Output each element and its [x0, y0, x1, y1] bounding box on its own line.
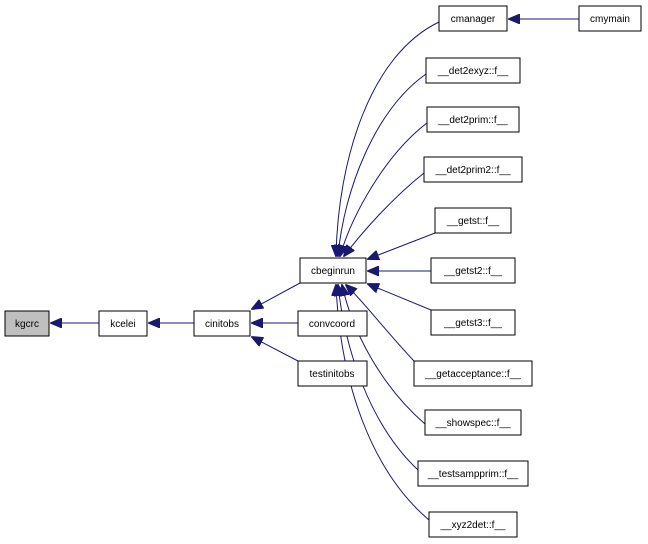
svg-text:__getacceptance::f__: __getacceptance::f__ [424, 369, 521, 380]
node-kcelei[interactable]: kcelei [98, 310, 148, 337]
node-testinitobs[interactable]: testinitobs [297, 360, 368, 387]
svg-text:__det2prim::f__: __det2prim::f__ [437, 115, 508, 126]
node-cmymain[interactable]: cmymain [578, 5, 642, 32]
svg-text:__det2exyz::f__: __det2exyz::f__ [437, 66, 509, 77]
node-kgcrc[interactable]: kgcrc [4, 310, 50, 337]
node-xyz2det[interactable]: __xyz2det::f__ [428, 511, 518, 538]
svg-text:__getst::f__: __getst::f__ [446, 216, 500, 227]
node-getst2[interactable]: __getst2::f__ [430, 257, 516, 284]
edge-det2prim2-to-cbeginrun [344, 172, 425, 256]
node-testsampprim[interactable]: __testsampprim::f__ [417, 460, 529, 487]
edge-cmanager-to-cbeginrun [336, 21, 440, 256]
edge-getacceptance-to-cbeginrun [346, 285, 415, 362]
svg-text:cmanager: cmanager [451, 14, 496, 25]
svg-text:__getst3::f__: __getst3::f__ [443, 318, 502, 329]
svg-text:cbeginrun: cbeginrun [311, 266, 355, 277]
edge-det2prim-to-cbeginrun [340, 122, 428, 256]
svg-text:__showspec::f__: __showspec::f__ [434, 418, 510, 429]
node-cmanager[interactable]: cmanager [438, 5, 508, 32]
node-getst[interactable]: __getst::f__ [434, 207, 512, 234]
svg-text:convcoord: convcoord [309, 319, 355, 330]
edge-testinitobs-to-cinitobs [252, 337, 299, 362]
node-cinitobs[interactable]: cinitobs [193, 310, 251, 337]
edge-det2exyz-to-cbeginrun [338, 73, 427, 256]
svg-text:kgcrc: kgcrc [15, 319, 39, 330]
svg-text:testinitobs: testinitobs [309, 369, 354, 380]
edge-cbeginrun-to-cinitobs [252, 282, 301, 309]
svg-text:kcelei: kcelei [110, 319, 136, 330]
node-det2prim[interactable]: __det2prim::f__ [426, 106, 520, 133]
node-convcoord[interactable]: convcoord [297, 310, 368, 337]
svg-text:__getst2::f__: __getst2::f__ [443, 266, 502, 277]
node-getacceptance[interactable]: __getacceptance::f__ [413, 360, 533, 387]
svg-text:__xyz2det::f__: __xyz2det::f__ [439, 520, 505, 531]
edge-getst-to-cbeginrun [368, 232, 436, 259]
node-getst3[interactable]: __getst3::f__ [430, 309, 516, 336]
svg-text:__testsampprim::f__: __testsampprim::f__ [427, 469, 519, 480]
svg-text:cmymain: cmymain [590, 14, 630, 25]
node-det2exyz[interactable]: __det2exyz::f__ [425, 57, 521, 84]
node-det2prim2[interactable]: __det2prim2::f__ [423, 156, 523, 183]
svg-text:__det2prim2::f__: __det2prim2::f__ [434, 165, 510, 176]
node-showspec[interactable]: __showspec::f__ [424, 409, 522, 436]
edge-getst3-to-cbeginrun [368, 284, 432, 311]
edges-layer [51, 19, 579, 521]
edge-showspec-to-cbeginrun [342, 285, 426, 425]
node-cbeginrun[interactable]: cbeginrun [299, 257, 367, 284]
svg-text:cinitobs: cinitobs [205, 319, 239, 330]
